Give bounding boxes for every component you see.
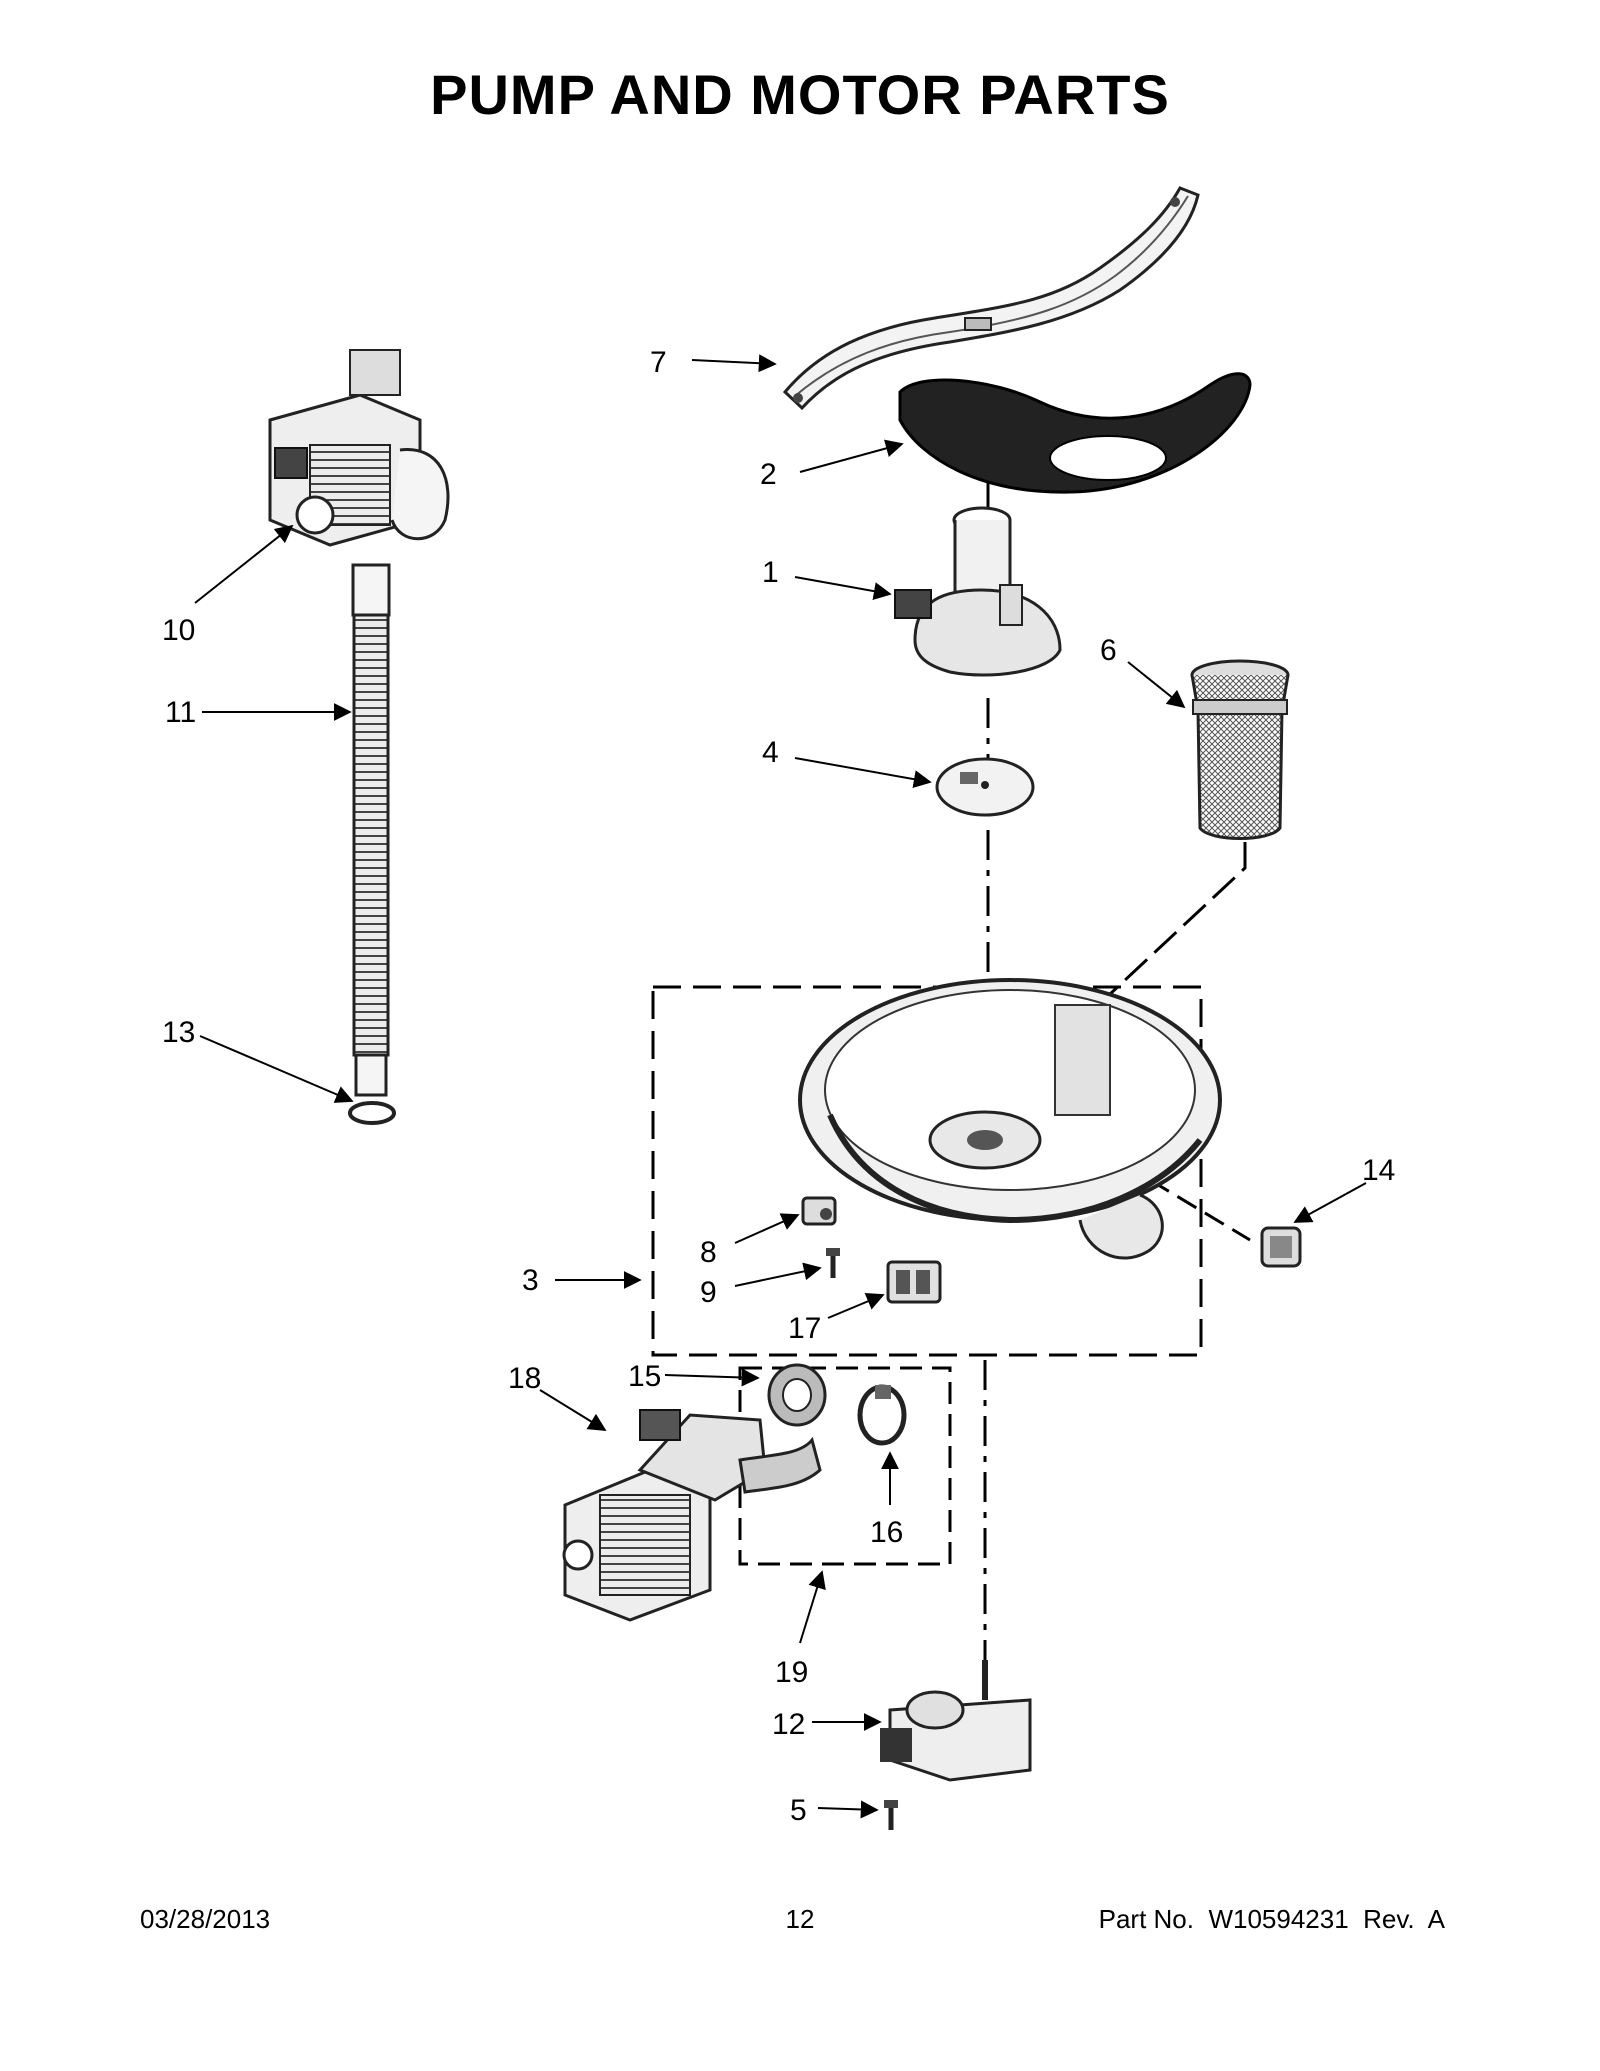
leader-18 [539,1389,607,1431]
diverter-motor-illustration [880,1660,1032,1782]
callout-9: 9 [700,1276,717,1309]
callout-1: 1 [762,556,779,589]
seal-illustration [767,1363,827,1427]
callout-3: 3 [522,1264,539,1297]
leader-19 [799,1570,826,1644]
leader-9 [734,1262,822,1287]
leader-6 [1127,661,1186,709]
callout-labels: 7 2 1 4 6 10 11 13 14 8 9 17 3 15 18 16 … [162,346,1395,1827]
callout-4: 4 [762,736,779,769]
screw-9-illustration [826,1248,840,1278]
callout-17: 17 [788,1312,821,1345]
pump-housing-illustration [894,506,1062,677]
sensor-illustration [1260,1226,1302,1268]
callout-7: 7 [650,346,667,379]
callout-16: 16 [870,1516,903,1549]
callout-14: 14 [1362,1154,1395,1187]
callout-8: 8 [700,1236,717,1269]
drain-pump-illustration [268,349,450,547]
connector-illustration [886,1260,942,1304]
footer-date: 03/28/2013 [140,1904,271,1934]
callout-18: 18 [508,1362,541,1395]
callout-6: 6 [1100,634,1117,667]
callout-5: 5 [790,1794,807,1827]
footer-page-number: 12 [785,1904,815,1934]
sump-illustration [798,978,1222,1260]
leader-10 [194,524,294,604]
leader-4 [794,757,932,789]
sensor-connector-line [1149,1178,1251,1242]
leader-arrows [194,354,1367,1819]
leader-17 [827,1292,885,1319]
callout-13: 13 [162,1016,195,1049]
sump-assembly-box [651,985,1203,1357]
shield-illustration [898,372,1252,494]
leader-7 [691,354,777,373]
drain-hose-illustration [351,563,391,1097]
callout-11: 11 [165,696,196,729]
spray-arm-illustration [782,186,1200,411]
filter-illustration [1190,659,1290,840]
clamp-16-illustration [857,1384,907,1446]
clip-illustration [801,1196,837,1226]
callout-2: 2 [760,458,777,491]
screw-5-illustration [884,1800,898,1830]
page-title: PUMP AND MOTOR PARTS [430,63,1170,126]
callout-15: 15 [628,1360,661,1393]
footer-part-number: Part No. W10594231 Rev. A [1098,1904,1445,1934]
leader-1 [794,576,892,601]
callout-19: 19 [775,1656,808,1689]
leader-5 [817,1800,879,1819]
callout-12: 12 [772,1708,805,1741]
leader-13 [199,1035,354,1103]
leader-2 [799,439,904,473]
disc-illustration [935,757,1035,817]
circulation-motor-illustration [562,1409,822,1622]
leader-14 [1293,1182,1367,1223]
hose-clamp-illustration [348,1101,396,1125]
leader-15 [664,1368,760,1387]
callout-10: 10 [162,614,195,647]
leader-8 [734,1213,800,1244]
